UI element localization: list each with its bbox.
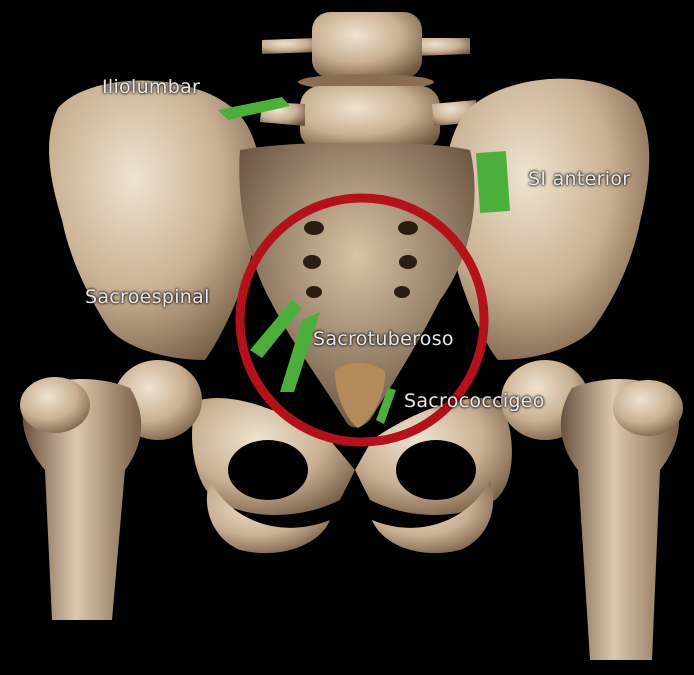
si-anterior-ligament-marker <box>476 151 510 213</box>
label-iliolumbar: Iliolumbar <box>102 76 200 98</box>
label-si-anterior: SI anterior <box>528 168 630 190</box>
right-ilium <box>444 79 649 360</box>
left-ilium <box>49 81 262 361</box>
label-sacrotuberoso: Sacrotuberoso <box>313 328 454 350</box>
label-sacrococcigeo: Sacrococcigeo <box>404 390 545 412</box>
label-sacroespinal: Sacroespinal <box>85 286 210 308</box>
left-femur <box>20 360 202 620</box>
right-obturator-foramen <box>396 440 476 500</box>
left-obturator-foramen <box>228 440 308 500</box>
lumbar-vertebra <box>260 12 478 150</box>
